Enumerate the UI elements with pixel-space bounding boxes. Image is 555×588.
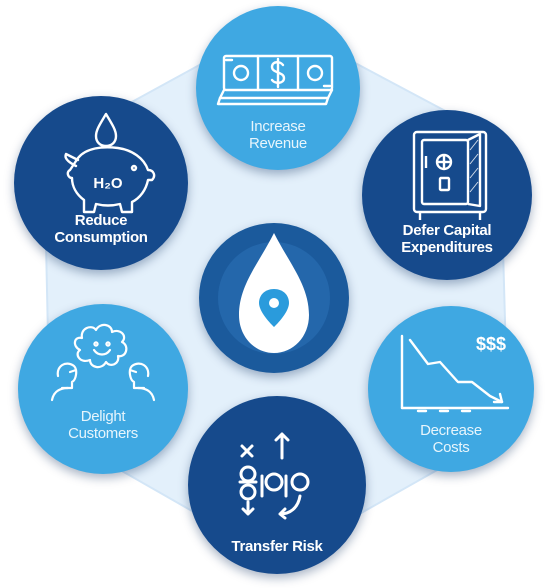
label-line: Customers (68, 425, 138, 442)
center-hub (199, 223, 349, 373)
segment-label-reduce-consumption: Reduce Consumption (14, 212, 188, 246)
segment-decrease-costs: $$$ Decrease Costs (368, 306, 534, 472)
segment-defer-capital-expenditures: Defer Capital Expenditures (362, 110, 532, 280)
segment-label-transfer-risk: Transfer Risk (188, 538, 366, 555)
label-line: Reduce (74, 212, 128, 229)
piggy-bank-water-icon: H₂O (64, 112, 156, 214)
declining-cost-chart-icon: $$$ (400, 334, 510, 413)
safe-icon (412, 130, 488, 220)
label-line: Decrease (420, 422, 482, 439)
segment-delight-customers: Delight Customers (18, 304, 188, 474)
label-line: Revenue (249, 135, 307, 152)
label-line: Increase (250, 118, 306, 135)
water-drop-location-pin-icon (218, 233, 330, 354)
label-line: Delight (80, 408, 126, 425)
label-line: Consumption (54, 229, 148, 246)
segment-transfer-risk: Transfer Risk (188, 396, 366, 574)
chart-dollar-text: $$$ (476, 334, 506, 354)
label-line: Transfer Risk (231, 538, 323, 555)
segment-label-increase-revenue: Increase Revenue (196, 118, 360, 152)
piggy-water-text: H₂O (93, 175, 122, 192)
segment-label-decrease-costs: Decrease Costs (368, 422, 534, 456)
segment-label-delight-customers: Delight Customers (18, 408, 188, 442)
label-line: Expenditures (401, 239, 493, 256)
label-line: Defer Capital (402, 222, 492, 239)
happy-customers-icon (50, 323, 156, 402)
label-line: Costs (432, 439, 470, 456)
segment-label-defer-capital-expenditures: Defer Capital Expenditures (362, 222, 532, 256)
segment-reduce-consumption: H₂O Reduce Consumption (14, 96, 188, 270)
segment-increase-revenue: Increase Revenue (196, 6, 360, 170)
money-stack-icon (216, 54, 334, 106)
strategy-play-icon (238, 432, 310, 520)
